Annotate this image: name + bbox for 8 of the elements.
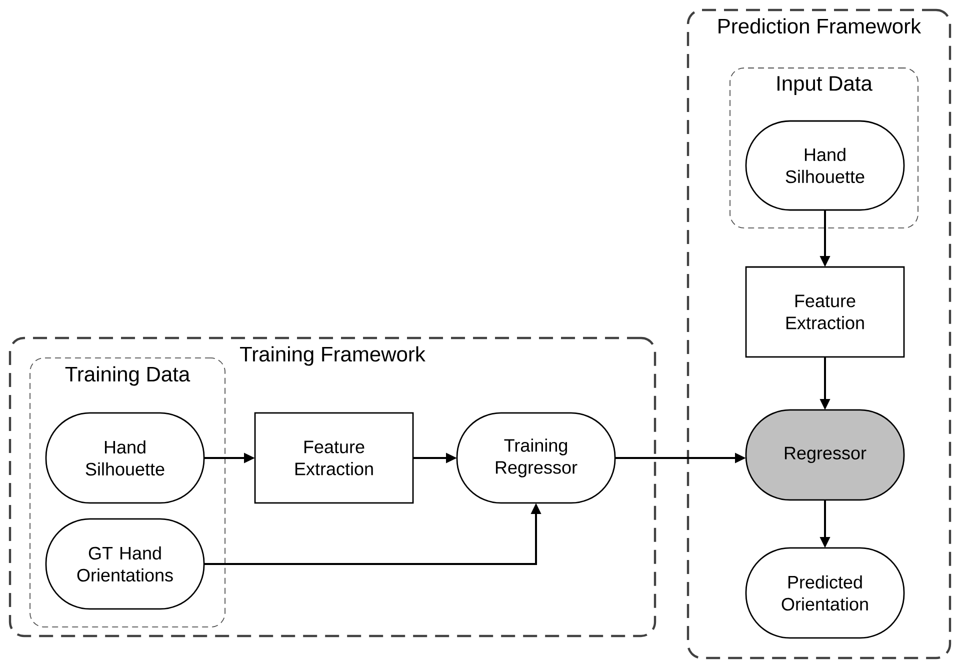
- rounded-box: Predicted Orientation: [745, 547, 905, 639]
- process-box: Feature Extraction: [254, 412, 414, 504]
- rounded-box: Hand Silhouette: [45, 412, 205, 504]
- rounded-box: Training Regressor: [456, 412, 616, 504]
- rounded-box: Hand Silhouette: [745, 120, 905, 211]
- rounded-box: GT Hand Orientations: [45, 518, 205, 610]
- process-box: Feature Extraction: [745, 266, 905, 358]
- rounded-box: Regressor: [745, 409, 905, 501]
